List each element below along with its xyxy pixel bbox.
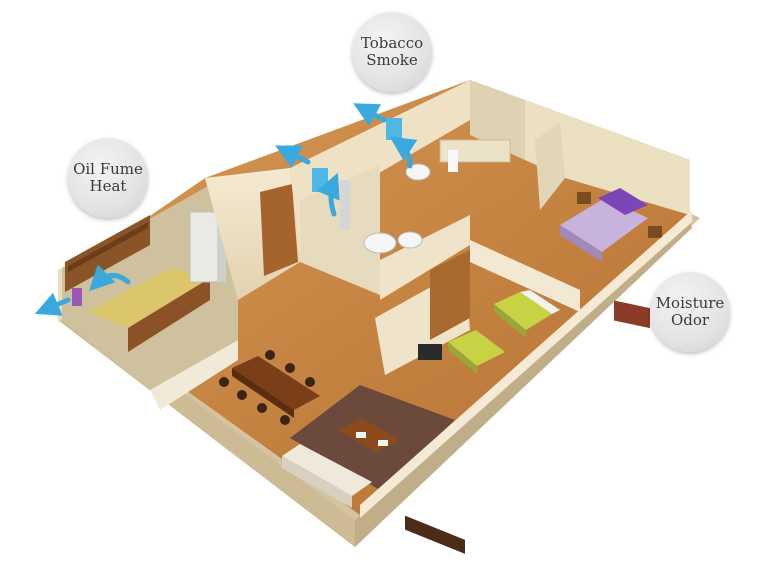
kitchen-vent-unit-icon — [72, 288, 82, 306]
master-bedroom — [560, 188, 662, 329]
bedroom-2 — [494, 290, 560, 338]
tobacco-label: Tobacco — [360, 34, 424, 52]
smoke-label: Smoke — [366, 51, 418, 69]
odor-label: Odor — [670, 311, 710, 329]
airflow-arrow-icon — [34, 292, 71, 316]
bathroom — [340, 139, 511, 254]
vent-unit-icon — [312, 168, 328, 192]
kitchen — [62, 185, 238, 410]
heat-label: Heat — [89, 177, 127, 195]
airflow-arrows — [34, 103, 418, 316]
interior-walls — [205, 80, 690, 375]
airflow-arrow-icon — [316, 172, 340, 217]
airflow-arrow-icon — [88, 264, 131, 292]
vent-unit-icon — [386, 118, 402, 140]
oil-fume-label: Oil Fume — [73, 160, 143, 178]
bedroom-3 — [405, 330, 505, 554]
airflow-arrow-icon — [353, 103, 387, 127]
airflow-arrow-icon — [275, 145, 311, 168]
moisture-label: Moisture — [655, 294, 725, 312]
living-area — [282, 385, 455, 508]
dining-area — [219, 350, 320, 425]
airflow-arrow-icon — [389, 136, 418, 169]
